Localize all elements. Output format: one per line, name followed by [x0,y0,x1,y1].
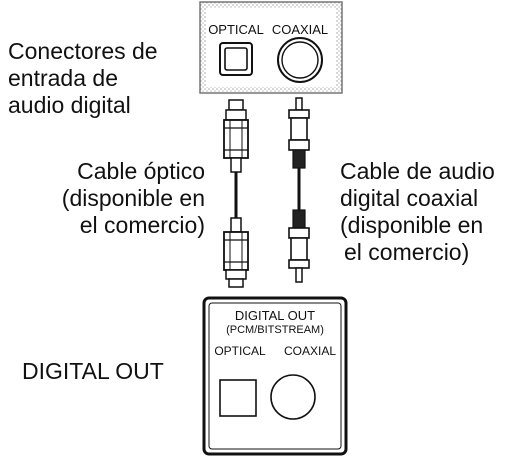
output-coaxial-port-icon [270,374,316,420]
input-coaxial-port-icon [277,37,323,83]
output-coaxial-label: COAXIAL [284,344,336,358]
input-coaxial-label: COAXIAL [272,22,328,37]
coaxial-cable-caption-line-2: digital coaxial [340,185,479,211]
optical-cable-caption-line-1: Cable óptico [77,158,205,184]
input-connectors-caption: Conectores de entrada de audio digital [8,38,158,119]
output-optical-port-icon [219,379,257,417]
coaxial-cable-caption-line-3: (disponible en [340,212,484,238]
optical-cable-caption: Cable óptico (disponible en el comercio) [62,158,205,239]
input-connectors-caption-line-3: audio digital [8,92,131,118]
output-panel-title-line-2: (PCM/BITSTREAM) [226,324,324,336]
optical-cable-caption-line-2: (disponible en [61,185,205,211]
output-panel-title-line-1: DIGITAL OUT [235,308,315,323]
input-panel: OPTICAL COAXIAL [199,1,343,94]
coaxial-cable-caption: Cable de audio digital coaxial (disponib… [340,158,495,266]
input-connectors-caption-line-2: entrada de [8,65,118,91]
coaxial-cable-caption-line-1: Cable de audio [340,158,495,184]
input-optical-port-icon [219,42,253,76]
optical-cable-icon [223,99,249,288]
input-optical-label: OPTICAL [208,22,264,37]
coaxial-cable-caption-line-4: el comercio) [344,239,470,265]
output-panel: DIGITAL OUT (PCM/BITSTREAM) OPTICAL COAX… [202,296,348,456]
digital-out-caption: DIGITAL OUT [22,358,164,384]
optical-cable-caption-line-3: el comercio) [79,212,205,238]
coaxial-cable-icon [288,97,310,283]
output-optical-label: OPTICAL [214,344,266,358]
input-connectors-caption-line-1: Conectores de [8,38,158,64]
